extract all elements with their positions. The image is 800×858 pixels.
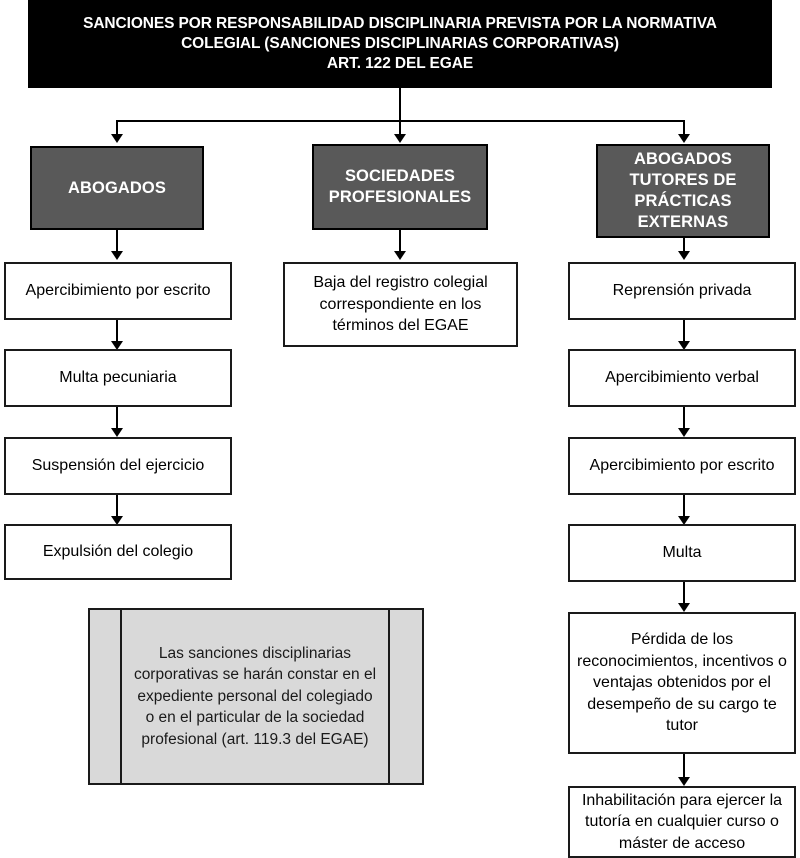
connector-title-stem <box>399 88 401 122</box>
step-box-c3-3: Multa <box>568 524 796 582</box>
connector-branch-center <box>399 120 401 136</box>
title-line-2: COLEGIAL (SANCIONES DISCIPLINARIAS CORPO… <box>181 35 619 52</box>
note-text: Las sanciones disciplinarias corporativa… <box>133 644 377 748</box>
category-box-sociedades-profesionales: SOCIEDADES PROFESIONALES <box>312 144 488 230</box>
arrowhead-c1-0 <box>111 251 123 260</box>
step-label-c1-3: Expulsión del colegio <box>42 543 194 561</box>
arrowhead-to-abogados <box>111 134 123 143</box>
connector-c3-5 <box>683 754 685 779</box>
category-tutores-line-1: ABOGADOS <box>634 150 732 168</box>
arrowhead-c1-2 <box>111 428 123 437</box>
arrowhead-c3-5 <box>678 777 690 786</box>
arrowhead-c2-0 <box>394 251 406 260</box>
step-box-c3-1: Apercibimiento verbal <box>568 349 796 407</box>
arrowhead-c3-2 <box>678 428 690 437</box>
step-box-c1-1: Multa pecuniaria <box>4 349 232 407</box>
step-label-c3-3: Multa <box>662 544 702 562</box>
category-tutores-line-3: PRÁCTICAS <box>634 192 732 210</box>
category-sociedades-line-1: SOCIEDADES <box>344 167 456 185</box>
connector-c3-4 <box>683 582 685 605</box>
step-box-c3-4: Pérdida de los reconocimientos, incentiv… <box>568 612 796 754</box>
arrowhead-c1-3 <box>111 516 123 525</box>
connector-branch-left <box>116 120 118 136</box>
category-tutores-line-4: EXTERNAS <box>637 213 729 231</box>
step-label-c1-2: Suspensión del ejercicio <box>31 457 205 475</box>
step-label-c3-2: Apercibimiento por escrito <box>589 457 775 475</box>
connector-c1-3 <box>116 495 118 518</box>
step-label-c3-5: Inhabilitación para ejercer la tutoría e… <box>581 791 783 852</box>
step-label-c3-4: Pérdida de los reconocimientos, incentiv… <box>577 631 787 735</box>
connector-c3-0 <box>683 238 685 256</box>
step-box-c2-0: Baja del registro colegial correspondien… <box>283 262 518 347</box>
connector-c3-2 <box>683 407 685 430</box>
connector-c3-3 <box>683 495 685 518</box>
category-box-abogados: ABOGADOS <box>30 146 204 230</box>
note-inner-panel: Las sanciones disciplinarias corporativa… <box>120 610 390 783</box>
category-tutores-line-2: TUTORES DE <box>629 171 737 189</box>
step-box-c3-2: Apercibimiento por escrito <box>568 437 796 495</box>
step-label-c1-1: Multa pecuniaria <box>59 369 177 387</box>
arrowhead-to-tutores <box>678 134 690 143</box>
arrowhead-c1-1 <box>111 341 123 350</box>
step-box-c1-2: Suspensión del ejercicio <box>4 437 232 495</box>
connector-c2-0 <box>399 230 401 253</box>
arrowhead-to-sociedades <box>394 134 406 143</box>
step-label-c3-0: Reprensión privada <box>612 282 752 300</box>
step-box-c1-0: Apercibimiento por escrito <box>4 262 232 320</box>
step-box-c3-5: Inhabilitación para ejercer la tutoría e… <box>568 786 796 858</box>
title-box: SANCIONES POR RESPONSABILIDAD DISCIPLINA… <box>28 0 772 88</box>
step-label-c1-0: Apercibimiento por escrito <box>25 282 211 300</box>
connector-c1-0 <box>116 230 118 253</box>
arrowhead-c3-4 <box>678 603 690 612</box>
step-label-c3-1: Apercibimiento verbal <box>605 369 759 387</box>
category-sociedades-line-2: PROFESIONALES <box>328 188 472 206</box>
connector-c3-1 <box>683 320 685 343</box>
arrowhead-c3-1 <box>678 341 690 350</box>
step-box-c3-0: Reprensión privada <box>568 262 796 320</box>
connector-c1-2 <box>116 407 118 430</box>
title-line-1: SANCIONES POR RESPONSABILIDAD DISCIPLINA… <box>83 15 717 32</box>
arrowhead-c3-0 <box>678 251 690 260</box>
note-box: Las sanciones disciplinarias corporativa… <box>88 608 424 785</box>
category-abogados-label: ABOGADOS <box>68 178 166 197</box>
arrowhead-c3-3 <box>678 516 690 525</box>
category-box-abogados-tutores: ABOGADOS TUTORES DE PRÁCTICAS EXTERNAS <box>596 144 770 238</box>
connector-c1-1 <box>116 320 118 343</box>
step-label-c2-0: Baja del registro colegial correspondien… <box>313 274 488 335</box>
title-line-3: ART. 122 DEL EGAE <box>326 55 474 72</box>
step-box-c1-3: Expulsión del colegio <box>4 524 232 580</box>
connector-branch-right <box>683 120 685 136</box>
